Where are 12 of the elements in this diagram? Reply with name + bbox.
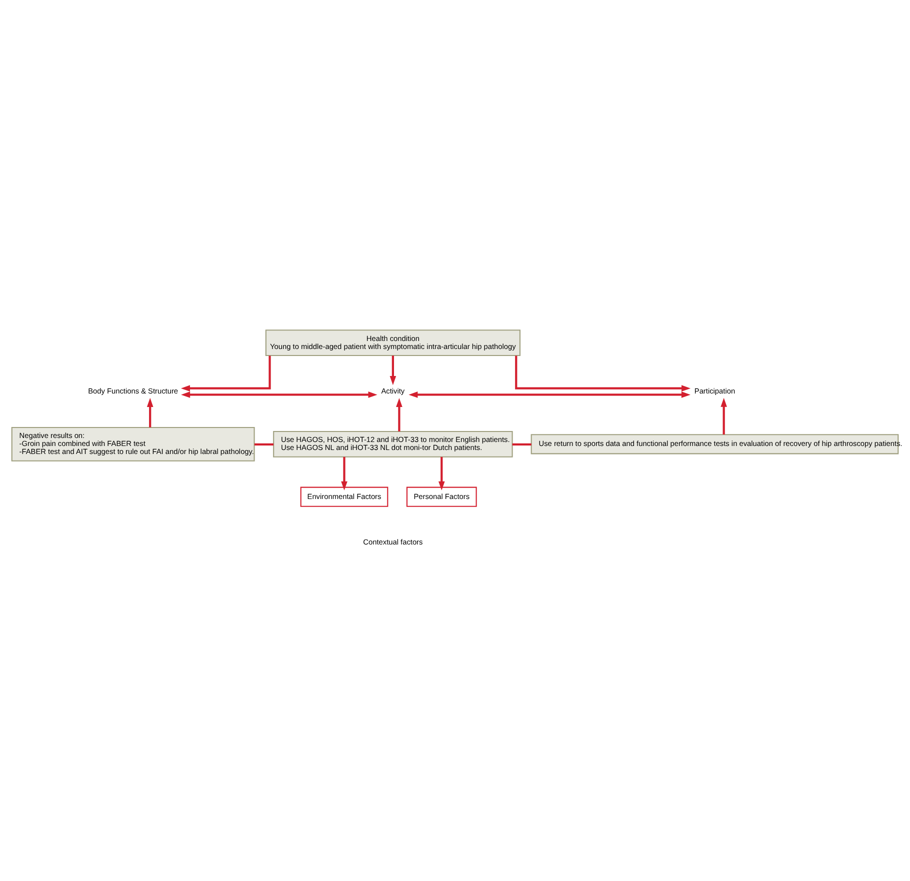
- connector: [254, 442, 274, 445]
- arrow: [390, 355, 396, 385]
- arrow: [181, 391, 378, 398]
- arrow: [341, 456, 348, 490]
- arrow: [396, 397, 402, 431]
- connector: [512, 442, 532, 445]
- arrow: [146, 397, 154, 427]
- arrow: [438, 456, 445, 490]
- arrow: [180, 355, 271, 391]
- arrow: [408, 391, 690, 398]
- arrow: [515, 355, 691, 391]
- arrow: [720, 397, 727, 434]
